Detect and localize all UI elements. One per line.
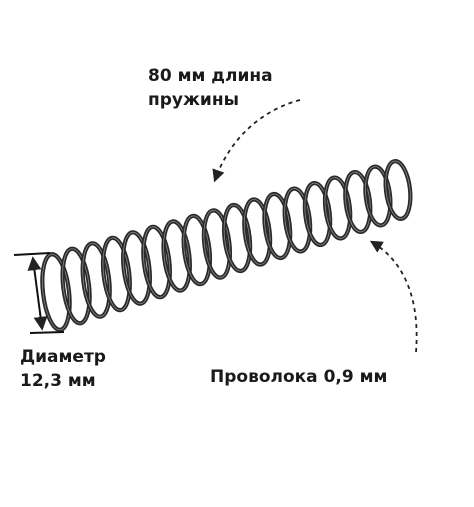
diameter-tick-top: [13, 252, 51, 256]
spring-coil-highlight: [62, 248, 91, 324]
spring-diameter-label: Диаметр 12,3 мм: [20, 345, 106, 393]
spring-length-line1: 80 мм длина: [148, 66, 273, 86]
diameter-arrow-line: [27, 256, 48, 331]
spring-coil-highlight: [223, 204, 251, 272]
spring-coil-highlight: [344, 171, 371, 233]
spring-diameter-line1: Диаметр: [20, 347, 106, 367]
spring-coil-highlight: [365, 166, 391, 226]
spring-coil-highlight: [142, 226, 171, 298]
length-pointer-arrow: [212, 99, 301, 183]
spring-coil-highlight: [264, 193, 291, 259]
spring-length-label: 80 мм длина пружины: [148, 64, 273, 112]
spring-coil-highlight: [284, 188, 311, 252]
spring-length-line2: пружины: [148, 90, 239, 110]
wire-thickness-text: Проволока 0,9 мм: [210, 367, 388, 387]
compression-spring: [40, 159, 413, 332]
spring-coil-highlight: [304, 182, 331, 246]
spring-coil-highlight: [102, 237, 131, 311]
spring-coil-highlight: [243, 199, 271, 265]
spring-coil-highlight: [203, 209, 231, 279]
spring-coil-highlight: [385, 160, 411, 220]
wire-pointer-arrow: [369, 240, 418, 353]
spring-coil-highlight: [183, 215, 211, 285]
spring-coil-highlight: [324, 177, 351, 239]
diameter-dimension: [13, 252, 65, 334]
spring-coil-highlight: [122, 231, 151, 305]
wire-thickness-label: Проволока 0,9 мм: [210, 365, 387, 389]
diameter-tick-bottom: [29, 331, 65, 334]
spring-coil: [383, 159, 413, 221]
spring-diameter-line2: 12,3 мм: [20, 371, 96, 391]
spring-coil-highlight: [82, 242, 111, 318]
spring-coil-highlight: [163, 221, 191, 291]
